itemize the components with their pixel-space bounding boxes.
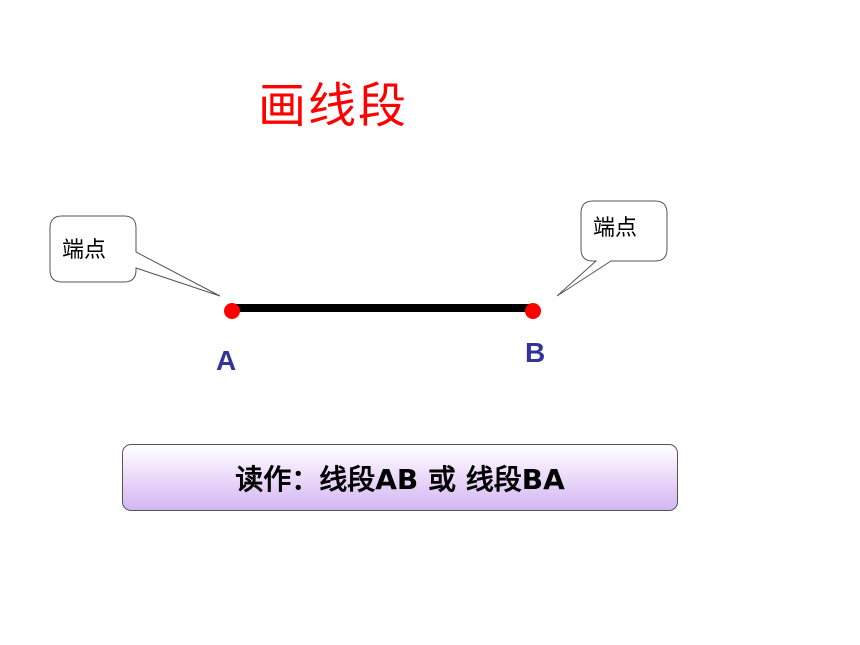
right-callout-label: 端点 [593, 216, 638, 241]
left-callout-bubble [49, 215, 221, 297]
right-callout-bubble [556, 200, 668, 297]
point-label-b: B [525, 337, 546, 368]
left-callout-label: 端点 [62, 238, 107, 263]
reading-text: 读作：线段AB 或 线段BA [235, 462, 565, 496]
point-label-a: A [216, 345, 237, 376]
endpoint-a [224, 303, 240, 319]
slide-title: 画线段 [258, 78, 409, 134]
endpoint-b [525, 303, 541, 319]
reading-box: 读作：线段AB 或 线段BA [122, 444, 678, 511]
